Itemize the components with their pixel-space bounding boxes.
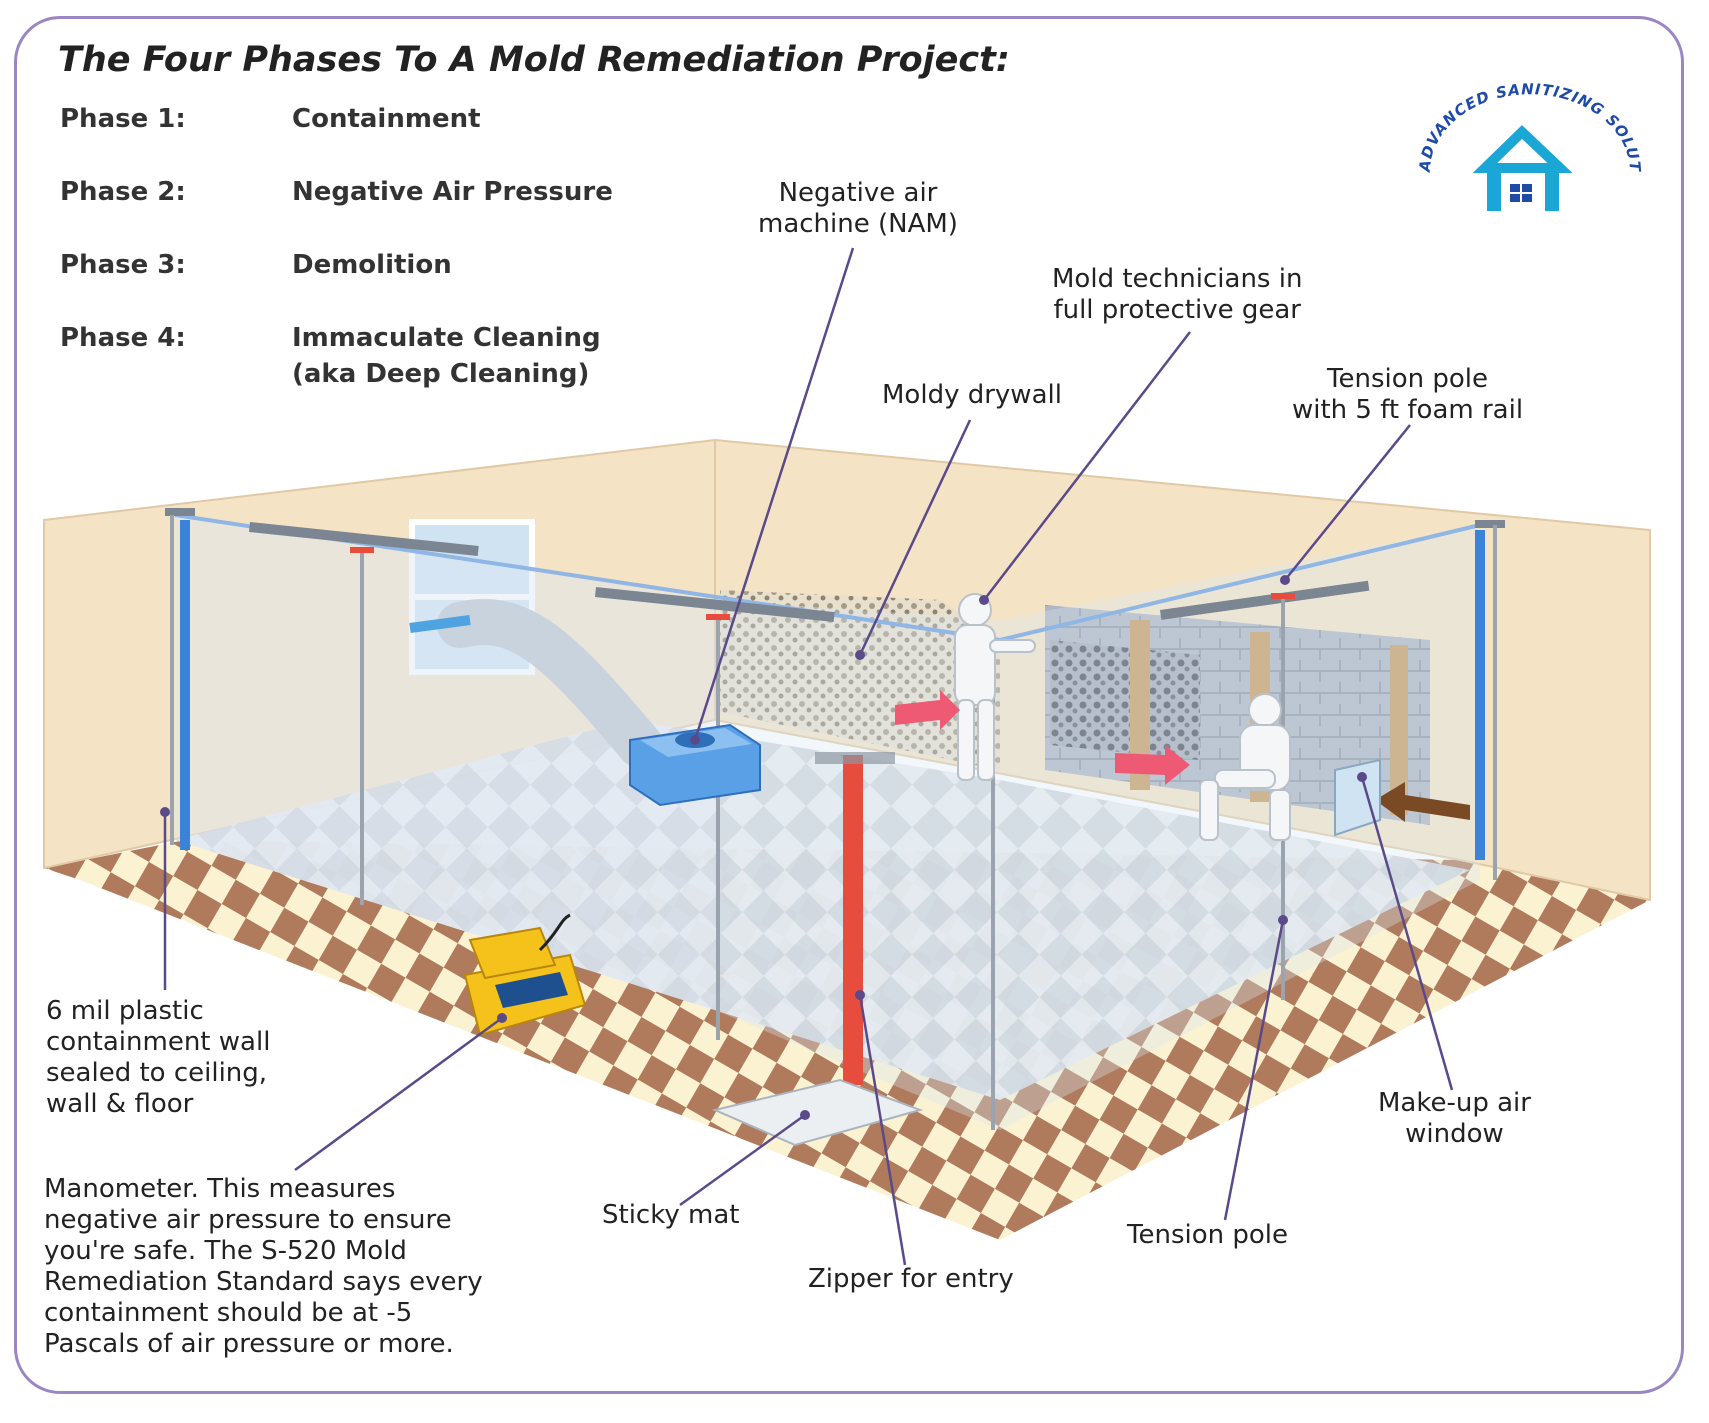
containment-floor — [175, 720, 1470, 1100]
callout-tension-rail: Tension pole with 5 ft foam rail — [1292, 364, 1524, 425]
phase-1-label: Phase 1: — [60, 104, 186, 134]
manometer-device — [463, 913, 587, 1037]
moldy-drywall — [720, 590, 1000, 770]
diagram-title: The Four Phases To A Mold Remediation Pr… — [58, 40, 1010, 80]
phase-2-label: Phase 2: — [60, 177, 186, 207]
sticky-mat — [711, 1078, 924, 1147]
callout-sticky-mat: Sticky mat — [602, 1200, 740, 1230]
exhaust-duct — [437, 598, 663, 768]
logo-text: ADVANCED SANITIZING SOLUTIONS — [0, 0, 1643, 174]
phase-3-name: Demolition — [292, 250, 452, 280]
technician-standing — [954, 593, 1036, 781]
leader-lines — [163, 247, 1454, 1266]
makeup-air-window — [1334, 758, 1381, 837]
phase-4-name: Immaculate Cleaning (aka Deep Cleaning) — [292, 320, 601, 392]
callout-tension-pole: Tension pole — [1127, 1220, 1288, 1250]
phase-4-name-line2: (aka Deep Cleaning) — [292, 359, 590, 389]
plastic-wall-right — [1000, 525, 1480, 1130]
callout-nam: Negative air machine (NAM) — [758, 178, 958, 239]
makeup-air-arrow — [1375, 782, 1470, 822]
svg-text:ADVANCED SANITIZING SOLUTIONS: ADVANCED SANITIZING SOLUTIONS — [0, 0, 1644, 174]
callout-plastic-wall: 6 mil plastic containment wall sealed to… — [46, 996, 271, 1119]
plastic-wall-left — [175, 515, 715, 1010]
zipper-entry — [843, 755, 863, 1085]
house-icon — [1472, 125, 1573, 211]
callout-manometer: Manometer. This measures negative air pr… — [44, 1174, 483, 1359]
phase-4-label: Phase 4: — [60, 323, 186, 353]
callout-technicians: Mold technicians in full protective gear — [1052, 264, 1303, 325]
phase-4-name-line1: Immaculate Cleaning — [292, 323, 601, 353]
callout-drywall: Moldy drywall — [882, 380, 1062, 410]
technician-kneeling — [1199, 693, 1291, 841]
phase-3-label: Phase 3: — [60, 250, 186, 280]
phase-2-name: Negative Air Pressure — [292, 177, 613, 207]
callout-zipper: Zipper for entry — [808, 1264, 1014, 1294]
callout-makeup-window: Make-up air window — [1378, 1088, 1531, 1149]
phase-1-name: Containment — [292, 104, 481, 134]
